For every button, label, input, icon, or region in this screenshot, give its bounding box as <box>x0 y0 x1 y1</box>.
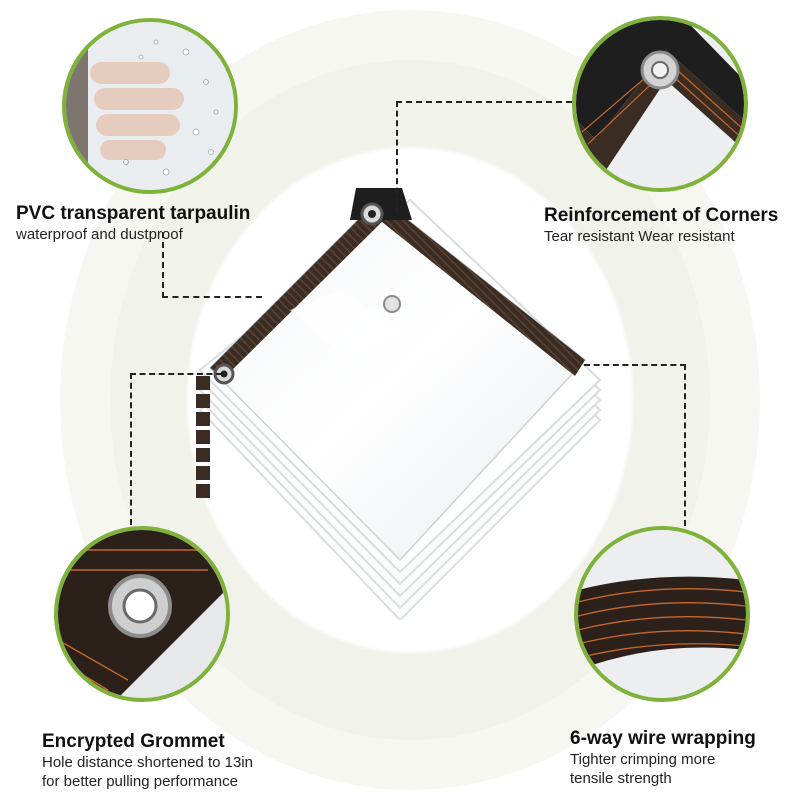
detail-circle-corners <box>572 16 748 192</box>
feature-grommet: Encrypted Grommet Hole distance shortene… <box>42 731 253 791</box>
feature-wire-wrapping: 6-way wire wrapping Tighter crimping mor… <box>570 728 756 788</box>
feature-title: 6-way wire wrapping <box>570 728 756 749</box>
corner-grommet-icon <box>576 20 744 188</box>
top-sheet <box>208 188 587 562</box>
hand-behind-wet-film-icon <box>66 22 234 190</box>
feature-subtitle: Tear resistant Wear resistant <box>544 228 735 245</box>
feature-pvc: PVC transparent tarpaulin waterproof and… <box>16 203 250 244</box>
feature-subtitle-line-1: Hole distance shortened to 13in <box>42 754 253 771</box>
grommet-closeup-icon <box>58 530 226 698</box>
detail-circle-pvc <box>62 18 238 194</box>
feature-title: Encrypted Grommet <box>42 731 225 752</box>
leader-line-bottom-left <box>130 373 222 525</box>
leader-line-top-left <box>162 232 262 298</box>
feature-subtitle-line-2: tensile strength <box>570 770 672 787</box>
detail-circle-grommet <box>54 526 230 702</box>
feature-subtitle: waterproof and dustproof <box>16 226 183 243</box>
leader-line-top-right <box>396 101 582 213</box>
feature-title: Reinforcement of Corners <box>544 205 779 226</box>
feature-corners: Reinforcement of Corners Tear resistant … <box>544 205 778 246</box>
leader-line-bottom-right <box>584 364 686 526</box>
feature-subtitle-line-1: Tighter crimping more <box>570 751 716 768</box>
feature-title: PVC transparent tarpaulin <box>16 203 251 224</box>
feature-subtitle-line-2: for better pulling performance <box>42 773 238 790</box>
folded-tarp-product <box>180 180 620 620</box>
woven-edge-icon <box>578 530 746 698</box>
detail-circle-wire-wrapping <box>574 526 750 702</box>
